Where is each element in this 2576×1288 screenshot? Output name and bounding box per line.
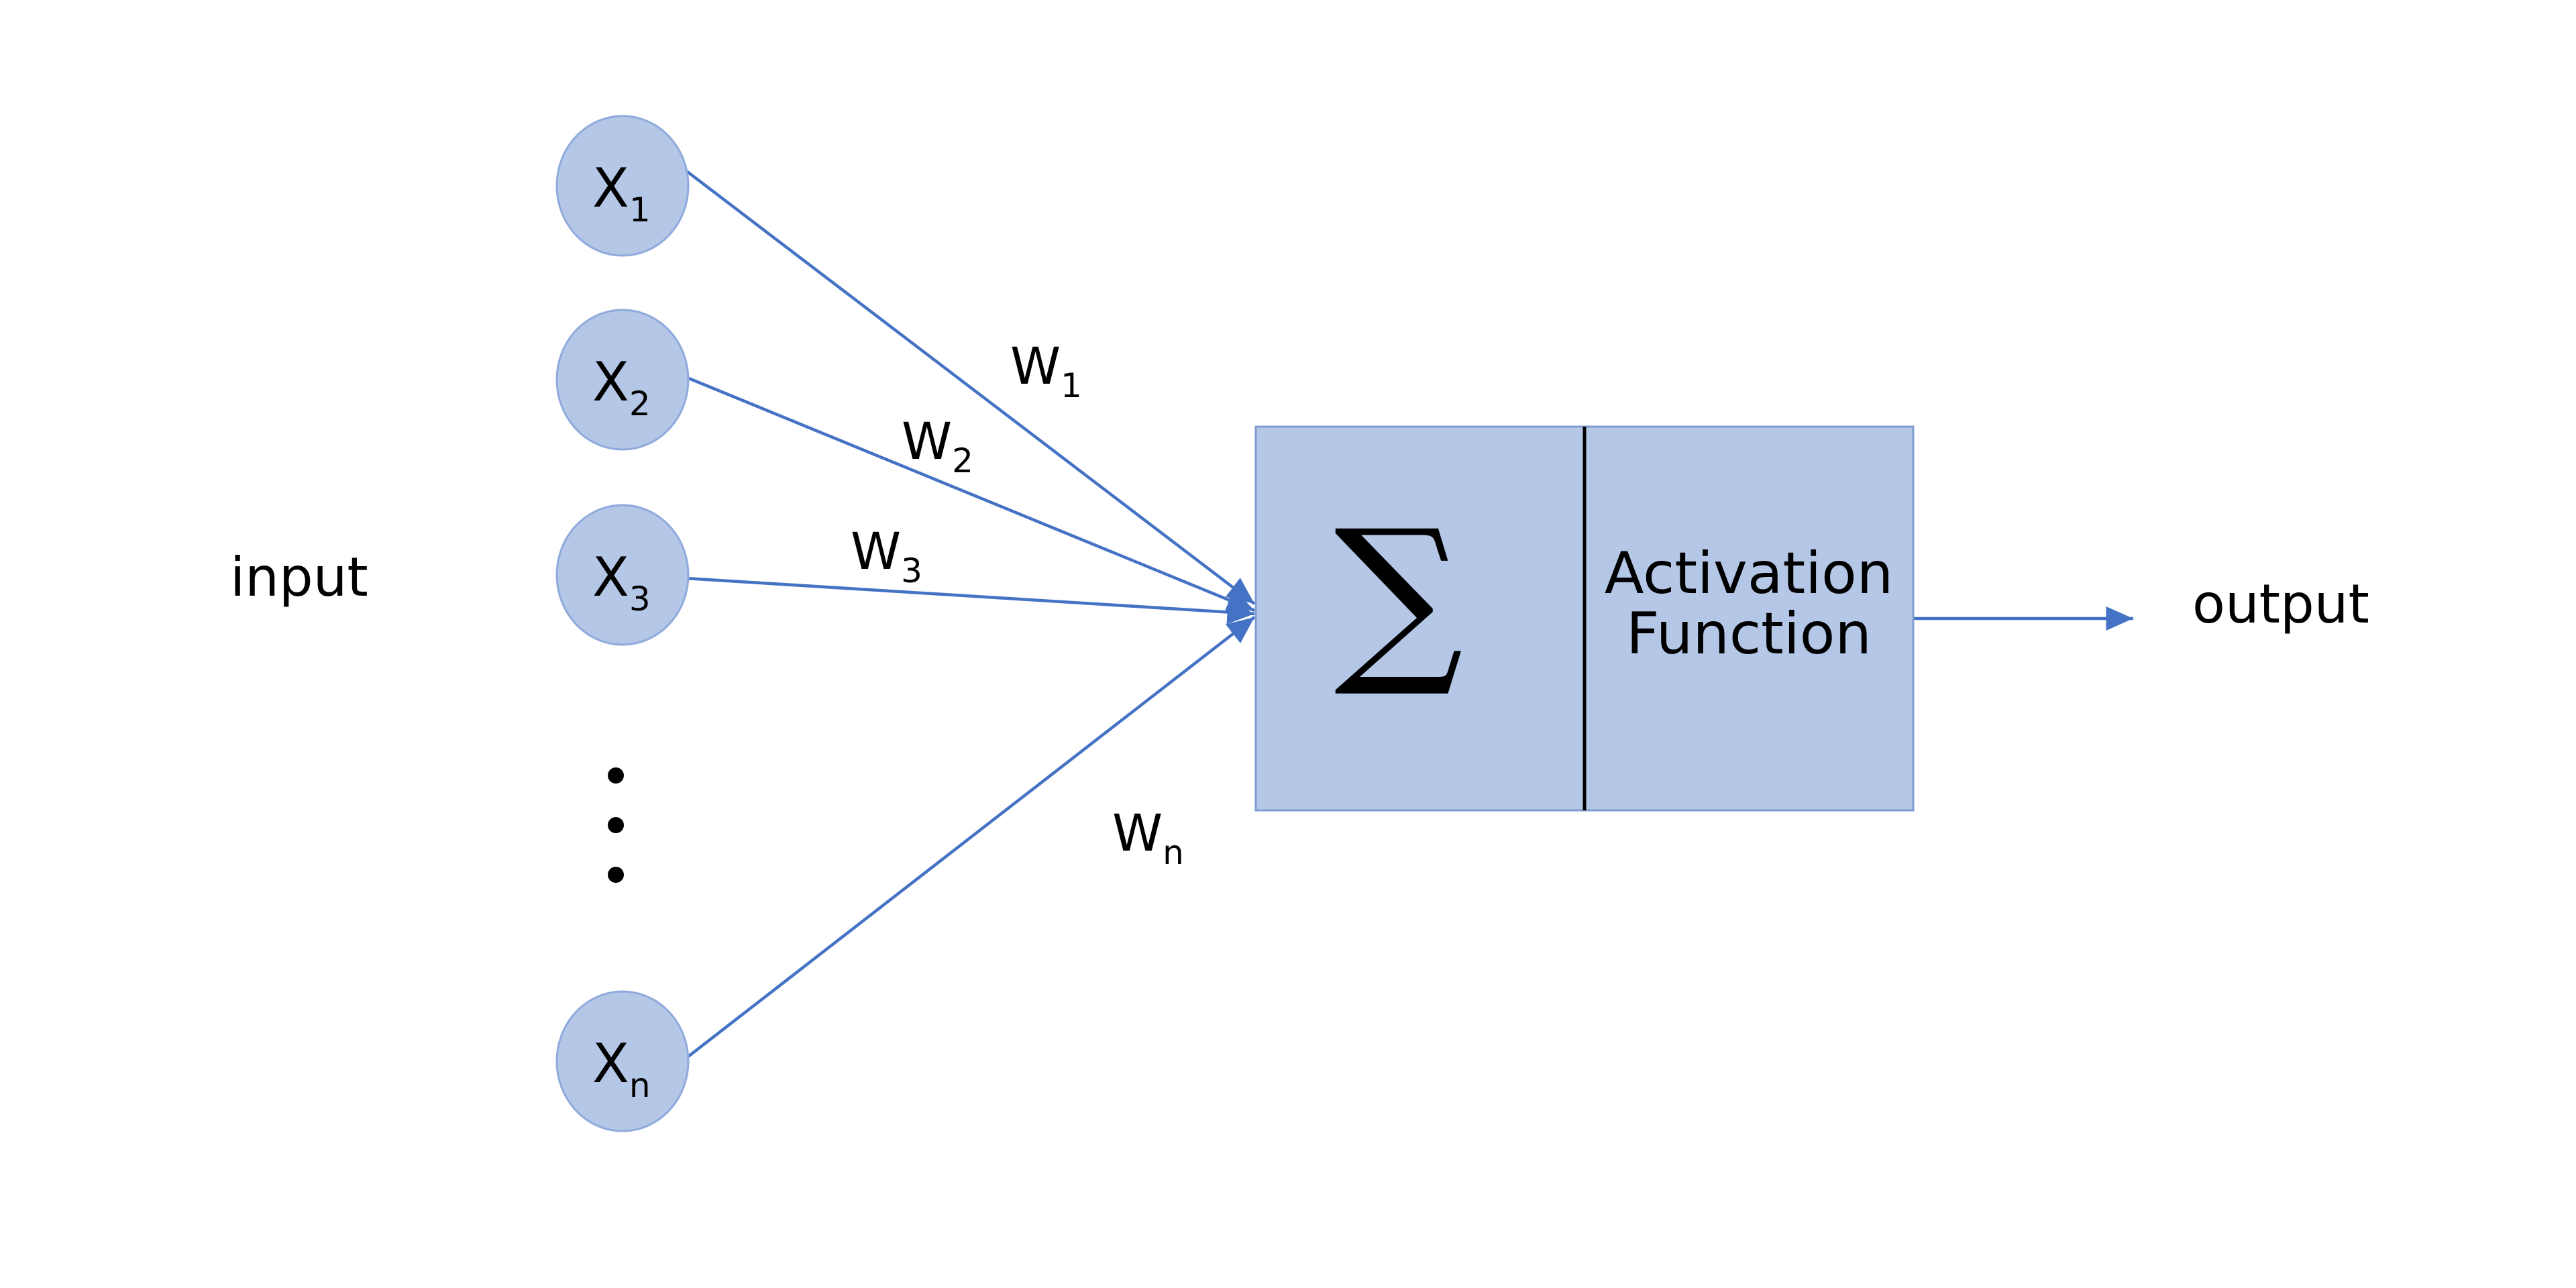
edge-x2 (685, 375, 1255, 612)
input-node-2: X2 (555, 309, 690, 451)
edge-xn (684, 616, 1256, 1060)
neuron-box: ∑ Activation Function (1254, 425, 1915, 812)
weight-label-3: W3 (851, 521, 922, 590)
ellipsis-dot (608, 817, 624, 833)
edge-x1 (684, 169, 1256, 605)
edge-x3 (685, 576, 1255, 625)
input-node-3: X3 (555, 504, 690, 646)
ellipsis-dots (608, 767, 624, 883)
activation-label-line2: Function (1626, 600, 1872, 667)
input-label: input (230, 546, 368, 608)
activation-label-line1: Activation (1605, 540, 1894, 607)
node-circle (555, 115, 690, 257)
node-label: X2 (592, 351, 651, 423)
ellipsis-dot (608, 767, 624, 784)
input-node-n: Xn (555, 990, 690, 1132)
ellipsis-dot (608, 867, 624, 883)
node-label: X1 (592, 157, 651, 229)
weight-label-1: W1 (1010, 336, 1082, 405)
weight-label-2: W2 (902, 411, 973, 480)
summation-block (1254, 425, 1586, 812)
node-label: X3 (592, 546, 651, 619)
node-label: Xn (592, 1032, 651, 1105)
weight-label-n: Wn (1112, 803, 1184, 872)
node-circle (555, 990, 690, 1132)
node-circle (555, 309, 690, 451)
output-label: output (2192, 573, 2369, 635)
activation-block (1583, 425, 1915, 812)
summation-symbol: ∑ (1334, 490, 1464, 702)
input-node-1: X1 (555, 115, 690, 257)
node-circle (555, 504, 690, 646)
